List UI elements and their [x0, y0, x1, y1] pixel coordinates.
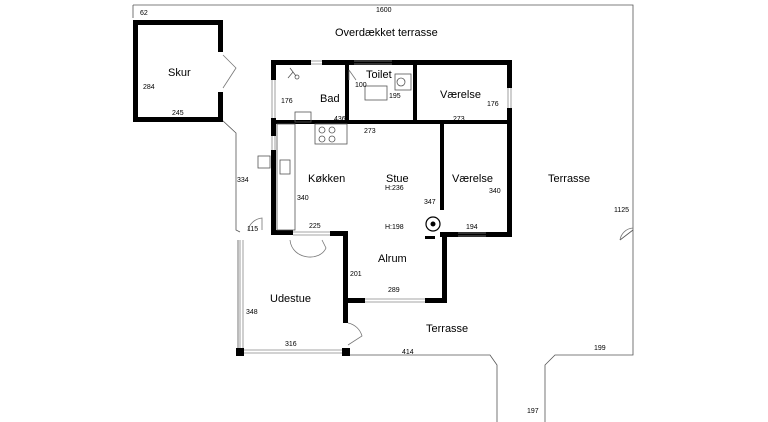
dim-284: 284 — [143, 84, 155, 91]
dim-176-a: 176 — [281, 98, 293, 105]
dim-62: 62 — [140, 10, 148, 17]
dim-1600: 1600 — [376, 7, 392, 14]
dim-347: 347 — [424, 199, 436, 206]
room-label-vaerelse-2: Værelse — [452, 173, 493, 185]
terrace-outline — [132, 4, 634, 422]
alrum-height: H:198 — [385, 224, 404, 231]
room-label-udestue: Udestue — [270, 293, 311, 305]
room-label-skur: Skur — [168, 67, 191, 79]
dim-334: 334 — [237, 177, 249, 184]
dim-197: 197 — [527, 408, 539, 415]
shed-door — [222, 54, 237, 89]
dim-201: 201 — [350, 271, 362, 278]
dim-273-a: 273 — [364, 128, 376, 135]
dim-316: 316 — [285, 341, 297, 348]
dim-273-b: 273 — [453, 116, 465, 123]
dim-176-b: 176 — [487, 101, 499, 108]
room-label-terrasse-bottom: Terrasse — [426, 323, 468, 335]
dim-199: 199 — [594, 345, 606, 352]
windows — [239, 60, 512, 354]
dim-340-b: 340 — [489, 188, 501, 195]
room-label-covered-terrace: Overdækket terrasse — [335, 27, 438, 39]
dim-414: 414 — [402, 349, 414, 356]
shed — [133, 20, 223, 122]
house-walls — [236, 60, 512, 356]
stove-symbol — [425, 216, 441, 239]
dim-340-a: 340 — [297, 195, 309, 202]
room-label-vaerelse-1: Værelse — [440, 89, 481, 101]
bathroom-fixtures — [287, 67, 412, 101]
dim-115: 115 — [247, 226, 258, 233]
dim-195: 195 — [389, 93, 401, 100]
dim-100: 100 — [355, 82, 367, 89]
dim-1125: 1125 — [614, 207, 629, 214]
dim-348: 348 — [246, 309, 258, 316]
kitchen-counter — [257, 111, 348, 231]
room-label-bad: Bad — [320, 93, 340, 105]
room-label-toilet: Toilet — [366, 69, 392, 81]
dim-194: 194 — [466, 224, 478, 231]
dim-436: 436 — [334, 116, 346, 123]
stue-height: H:236 — [385, 185, 404, 192]
dim-225: 225 — [309, 223, 321, 230]
room-label-stue: Stue — [386, 173, 409, 185]
room-label-terrasse-right: Terrasse — [548, 173, 590, 185]
dim-289: 289 — [388, 287, 400, 294]
room-label-alrum: Alrum — [378, 253, 407, 265]
dim-245: 245 — [172, 110, 184, 117]
doors — [247, 69, 634, 346]
room-label-koekken: Køkken — [308, 173, 345, 185]
